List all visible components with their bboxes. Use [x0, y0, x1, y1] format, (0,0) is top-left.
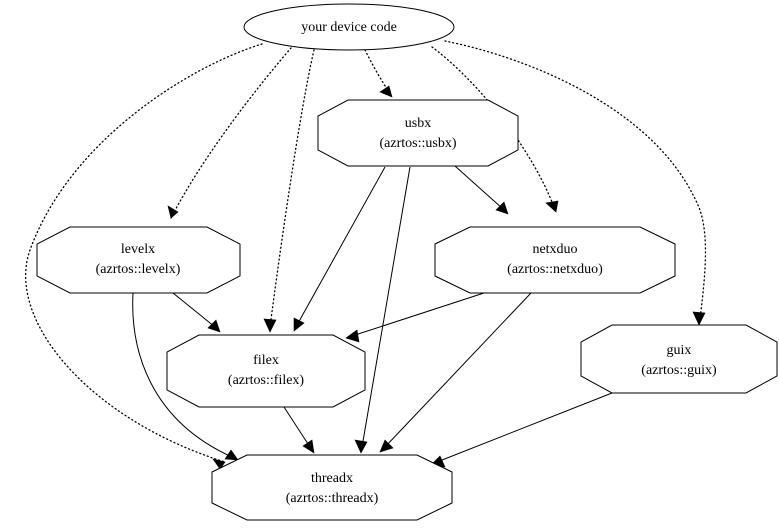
- arrowhead: [207, 319, 221, 333]
- node-label-line2: (azrtos::usbx): [380, 136, 457, 151]
- node-device-code[interactable]: your device code: [243, 3, 455, 51]
- arrowhead: [379, 85, 393, 98]
- edge-path: [172, 292, 216, 328]
- node-shape-octagon: [580, 324, 778, 394]
- node-label-line1: your device code: [301, 20, 397, 35]
- node-label-line2: (azrtos::guix): [641, 363, 717, 378]
- edge-path: [283, 406, 311, 448]
- edge-guix-to-threadx: [430, 392, 613, 468]
- edge-usbx-to-filex: [293, 166, 386, 332]
- edge-group-solid: [132, 165, 613, 468]
- node-label-line1: filex: [253, 353, 279, 368]
- arrowhead: [224, 449, 239, 461]
- arrowhead: [545, 200, 559, 213]
- arrowhead: [379, 439, 394, 453]
- edge-netxduo-to-filex: [345, 291, 488, 343]
- node-shape-octagon: [317, 99, 519, 167]
- node-label-line2: (azrtos::filex): [228, 373, 305, 388]
- node-label-line1: netxduo: [532, 242, 577, 257]
- edge-path: [444, 40, 707, 320]
- edge-path: [170, 47, 292, 219]
- edge-path: [454, 165, 504, 210]
- node-levelx[interactable]: levelx (azrtos::levelx): [36, 226, 241, 294]
- node-shape-octagon: [434, 226, 676, 294]
- edge-usbx-to-threadx: [354, 166, 411, 454]
- node-label-line2: (azrtos::levelx): [96, 262, 181, 277]
- edge-path: [384, 292, 532, 448]
- edge-device-to-filex: [263, 49, 315, 333]
- arrowhead: [302, 439, 315, 454]
- node-shape-octagon: [166, 334, 366, 408]
- edge-path: [364, 49, 390, 93]
- arrowhead: [212, 458, 226, 470]
- node-label-line1: guix: [667, 343, 692, 358]
- arrowhead: [345, 329, 360, 343]
- node-shape-octagon: [36, 226, 241, 294]
- edge-path: [436, 392, 613, 463]
- node-threadx[interactable]: threadx (azrtos::threadx): [211, 454, 453, 521]
- node-guix[interactable]: guix (azrtos::guix): [580, 324, 778, 394]
- node-filex[interactable]: filex (azrtos::filex): [166, 334, 366, 408]
- edge-filex-to-threadx: [283, 406, 315, 454]
- edge-device-to-guix: [444, 40, 707, 326]
- node-label-line1: usbx: [405, 116, 431, 131]
- arrowhead: [263, 318, 277, 333]
- edge-path: [269, 49, 315, 328]
- edge-levelx-to-threadx: [132, 292, 239, 461]
- node-label-line2: (azrtos::threadx): [286, 491, 379, 506]
- node-label-line1: threadx: [311, 471, 353, 486]
- node-usbx[interactable]: usbx (azrtos::usbx): [317, 99, 519, 167]
- edge-usbx-to-netxduo: [454, 165, 509, 215]
- edge-levelx-to-filex: [172, 292, 221, 333]
- node-shape-octagon: [211, 454, 453, 521]
- arrowhead: [354, 439, 368, 454]
- edge-path: [25, 43, 263, 463]
- arrowhead: [167, 205, 179, 219]
- edge-device-to-threadx: [25, 43, 263, 470]
- edge-netxduo-to-threadx: [379, 292, 532, 453]
- edge-path: [351, 291, 488, 337]
- edge-group-dotted: [25, 40, 707, 470]
- arrowhead: [293, 317, 305, 332]
- edge-path: [296, 166, 386, 326]
- edge-device-to-usbx: [364, 49, 393, 98]
- edge-path: [361, 166, 411, 448]
- edge-path: [132, 292, 233, 458]
- node-label-line2: (azrtos::netxduo): [507, 262, 603, 277]
- arrowhead: [495, 201, 509, 215]
- edge-device-to-levelx: [167, 47, 292, 219]
- node-netxduo[interactable]: netxduo (azrtos::netxduo): [434, 226, 676, 294]
- node-shape-ellipse: [243, 3, 455, 51]
- arrowhead: [692, 311, 706, 326]
- node-label-line1: levelx: [121, 242, 155, 257]
